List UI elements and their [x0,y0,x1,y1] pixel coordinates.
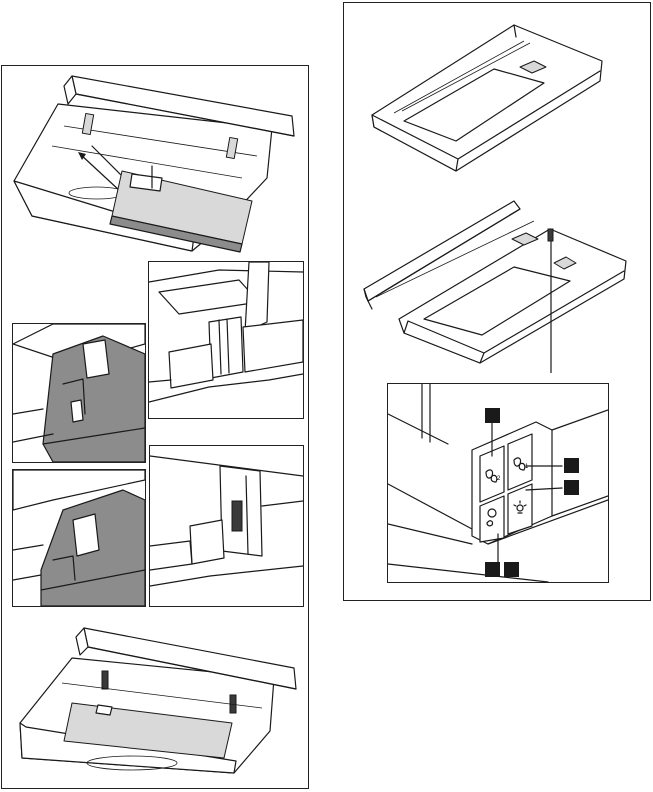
latch-detail-bottom-left [12,469,146,607]
latch-detail-mid-left [12,323,146,463]
right-instruction-panel: 2 1 [343,2,651,601]
left-instruction-panel [1,65,309,789]
callout-fan-off-a [485,562,500,577]
callout-fan-level-2 [485,408,500,423]
hood-closed-illustration [344,3,650,183]
latch-detail-bottom-right [149,445,304,607]
callout-fan-level-1 [564,458,579,473]
filter-install-illustration [2,623,308,788]
control-panel-detail: 2 1 [387,383,609,583]
hood-extended-illustration [344,193,650,373]
latch-detail-top-right [148,261,304,419]
callout-fan-off-b [504,562,519,577]
filter-remove-illustration [2,66,308,266]
callout-light [564,480,579,495]
